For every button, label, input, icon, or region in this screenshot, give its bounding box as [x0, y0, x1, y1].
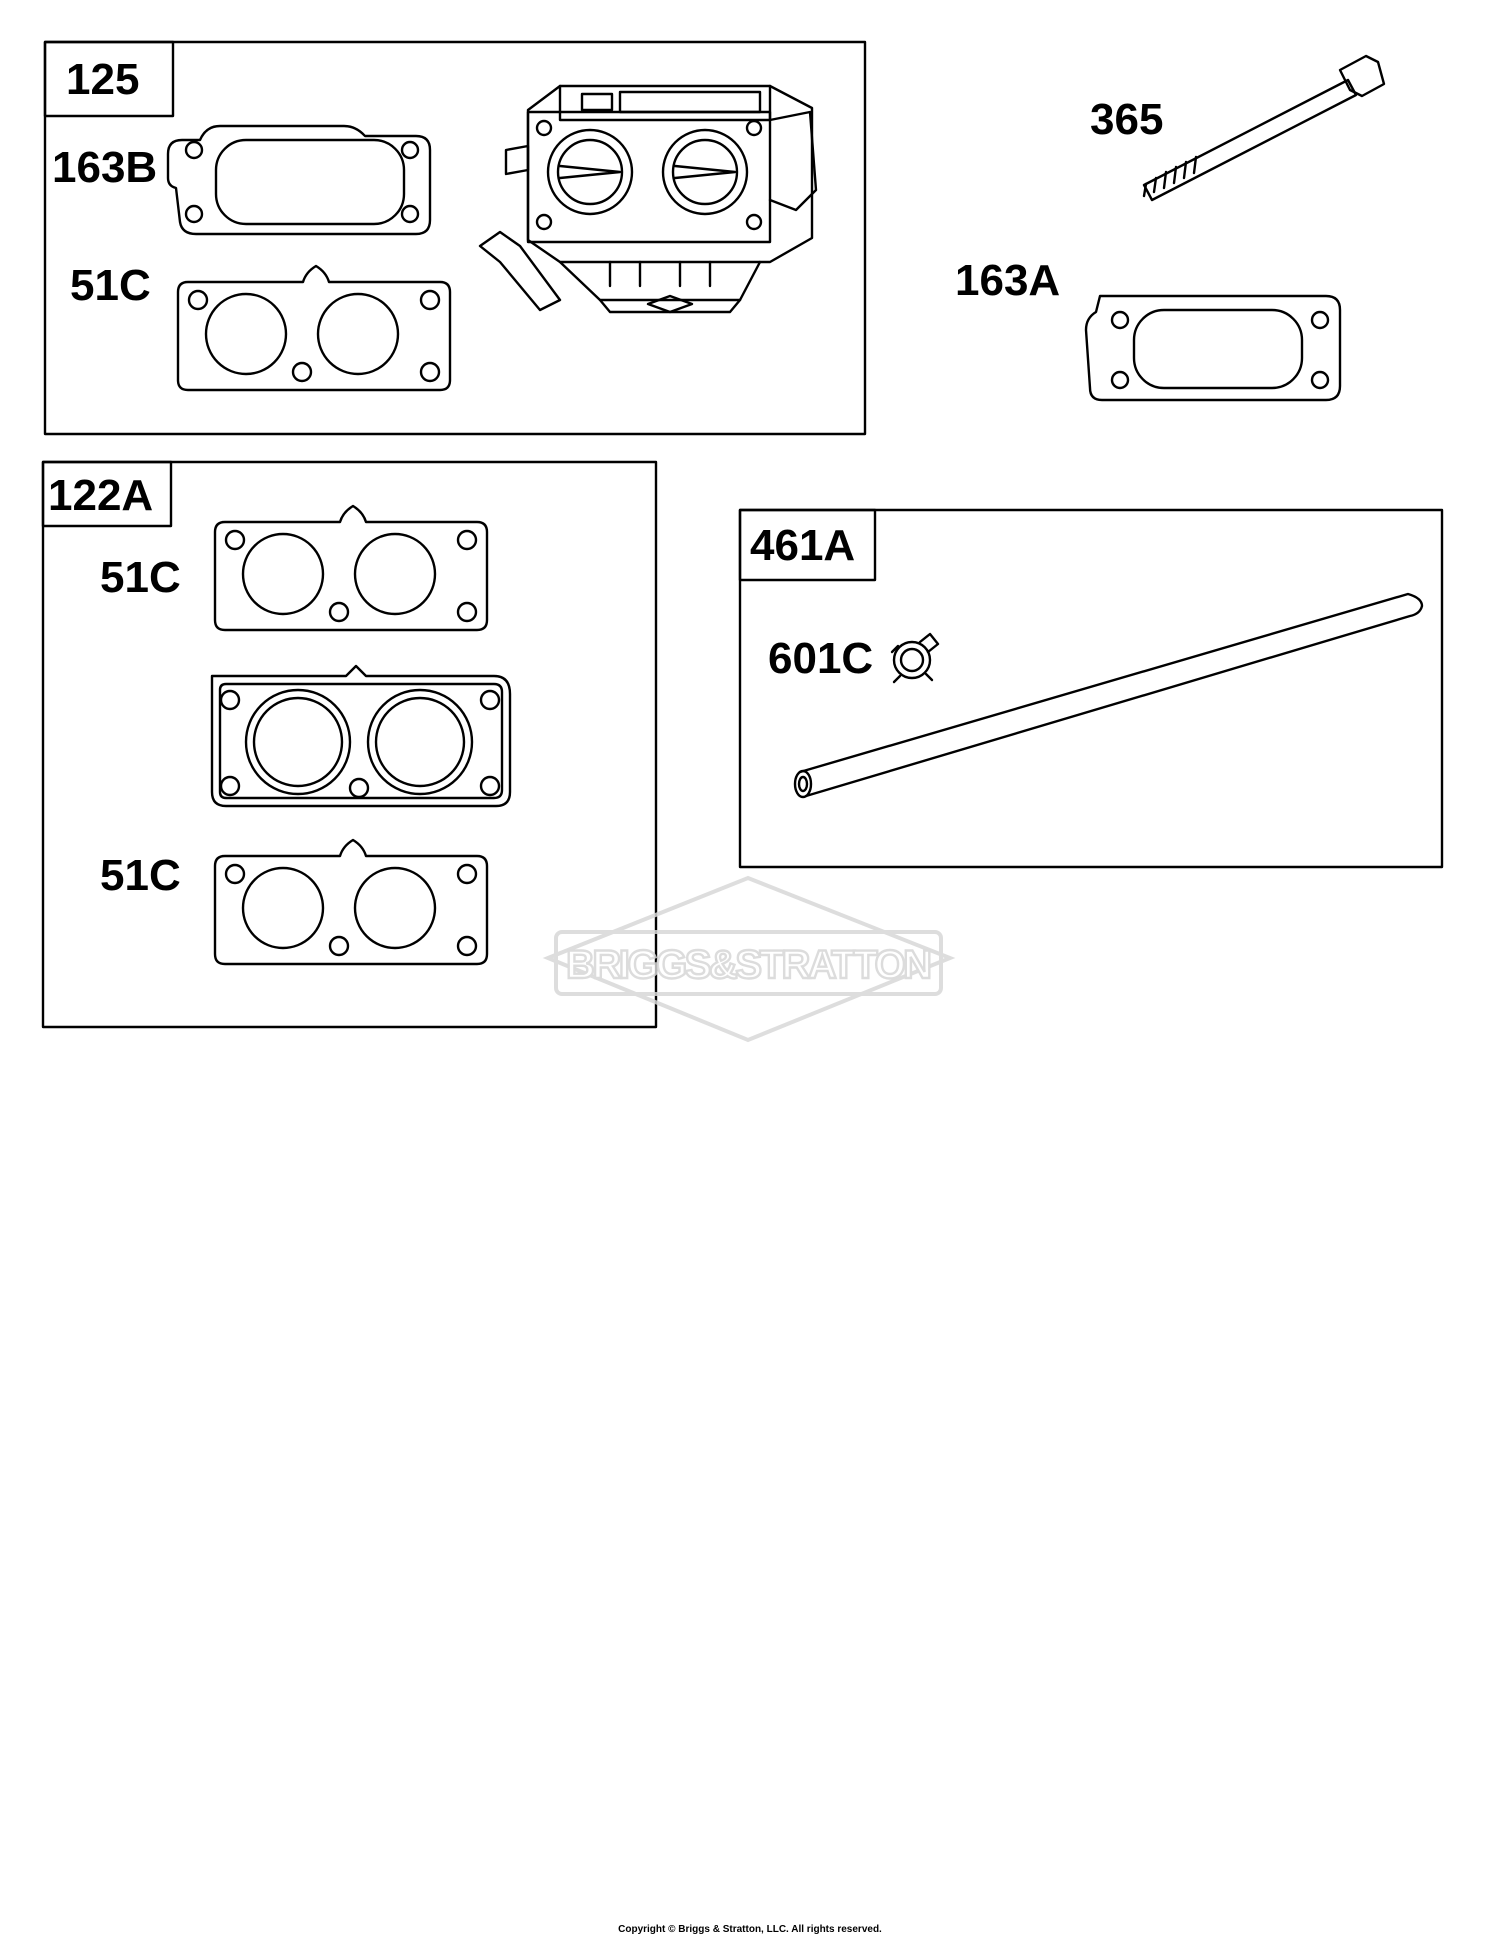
gasket-163a	[1084, 294, 1342, 402]
part-label-51c-top: 51C	[70, 261, 151, 310]
throttle-body	[478, 84, 818, 314]
group-125: 125 163B 51C	[43, 40, 867, 436]
part-label-51c-bot: 51C	[100, 851, 181, 900]
gasket-51c-top	[176, 264, 452, 392]
group-461a-label: 461A	[750, 521, 855, 570]
gasket-51c-mid	[213, 504, 489, 632]
group-122a-label: 122A	[48, 471, 153, 520]
hose	[793, 592, 1424, 799]
part-label-365: 365	[1090, 95, 1163, 144]
briggs-stratton-watermark: BRIGGS&STRATTON	[542, 875, 956, 1043]
group-122a: 122A 51C 51C	[41, 460, 658, 1029]
watermark-text: BRIGGS&STRATTON	[566, 943, 932, 987]
gasket-163b	[166, 124, 432, 236]
bolt-365	[1142, 54, 1386, 202]
part-label-601c: 601C	[768, 634, 873, 683]
group-461a: 461A 601C	[738, 508, 1444, 869]
part-label-163a: 163A	[955, 256, 1060, 305]
group-125-label: 125	[66, 55, 139, 104]
part-label-51c-mid: 51C	[100, 553, 181, 602]
gasket-51c-bot	[213, 838, 489, 966]
copyright-notice: Copyright © Briggs & Stratton, LLC. All …	[618, 1924, 882, 1935]
part-label-163b: 163B	[52, 143, 157, 192]
gasket-heavy	[210, 664, 512, 808]
clamp-601c	[890, 632, 940, 684]
